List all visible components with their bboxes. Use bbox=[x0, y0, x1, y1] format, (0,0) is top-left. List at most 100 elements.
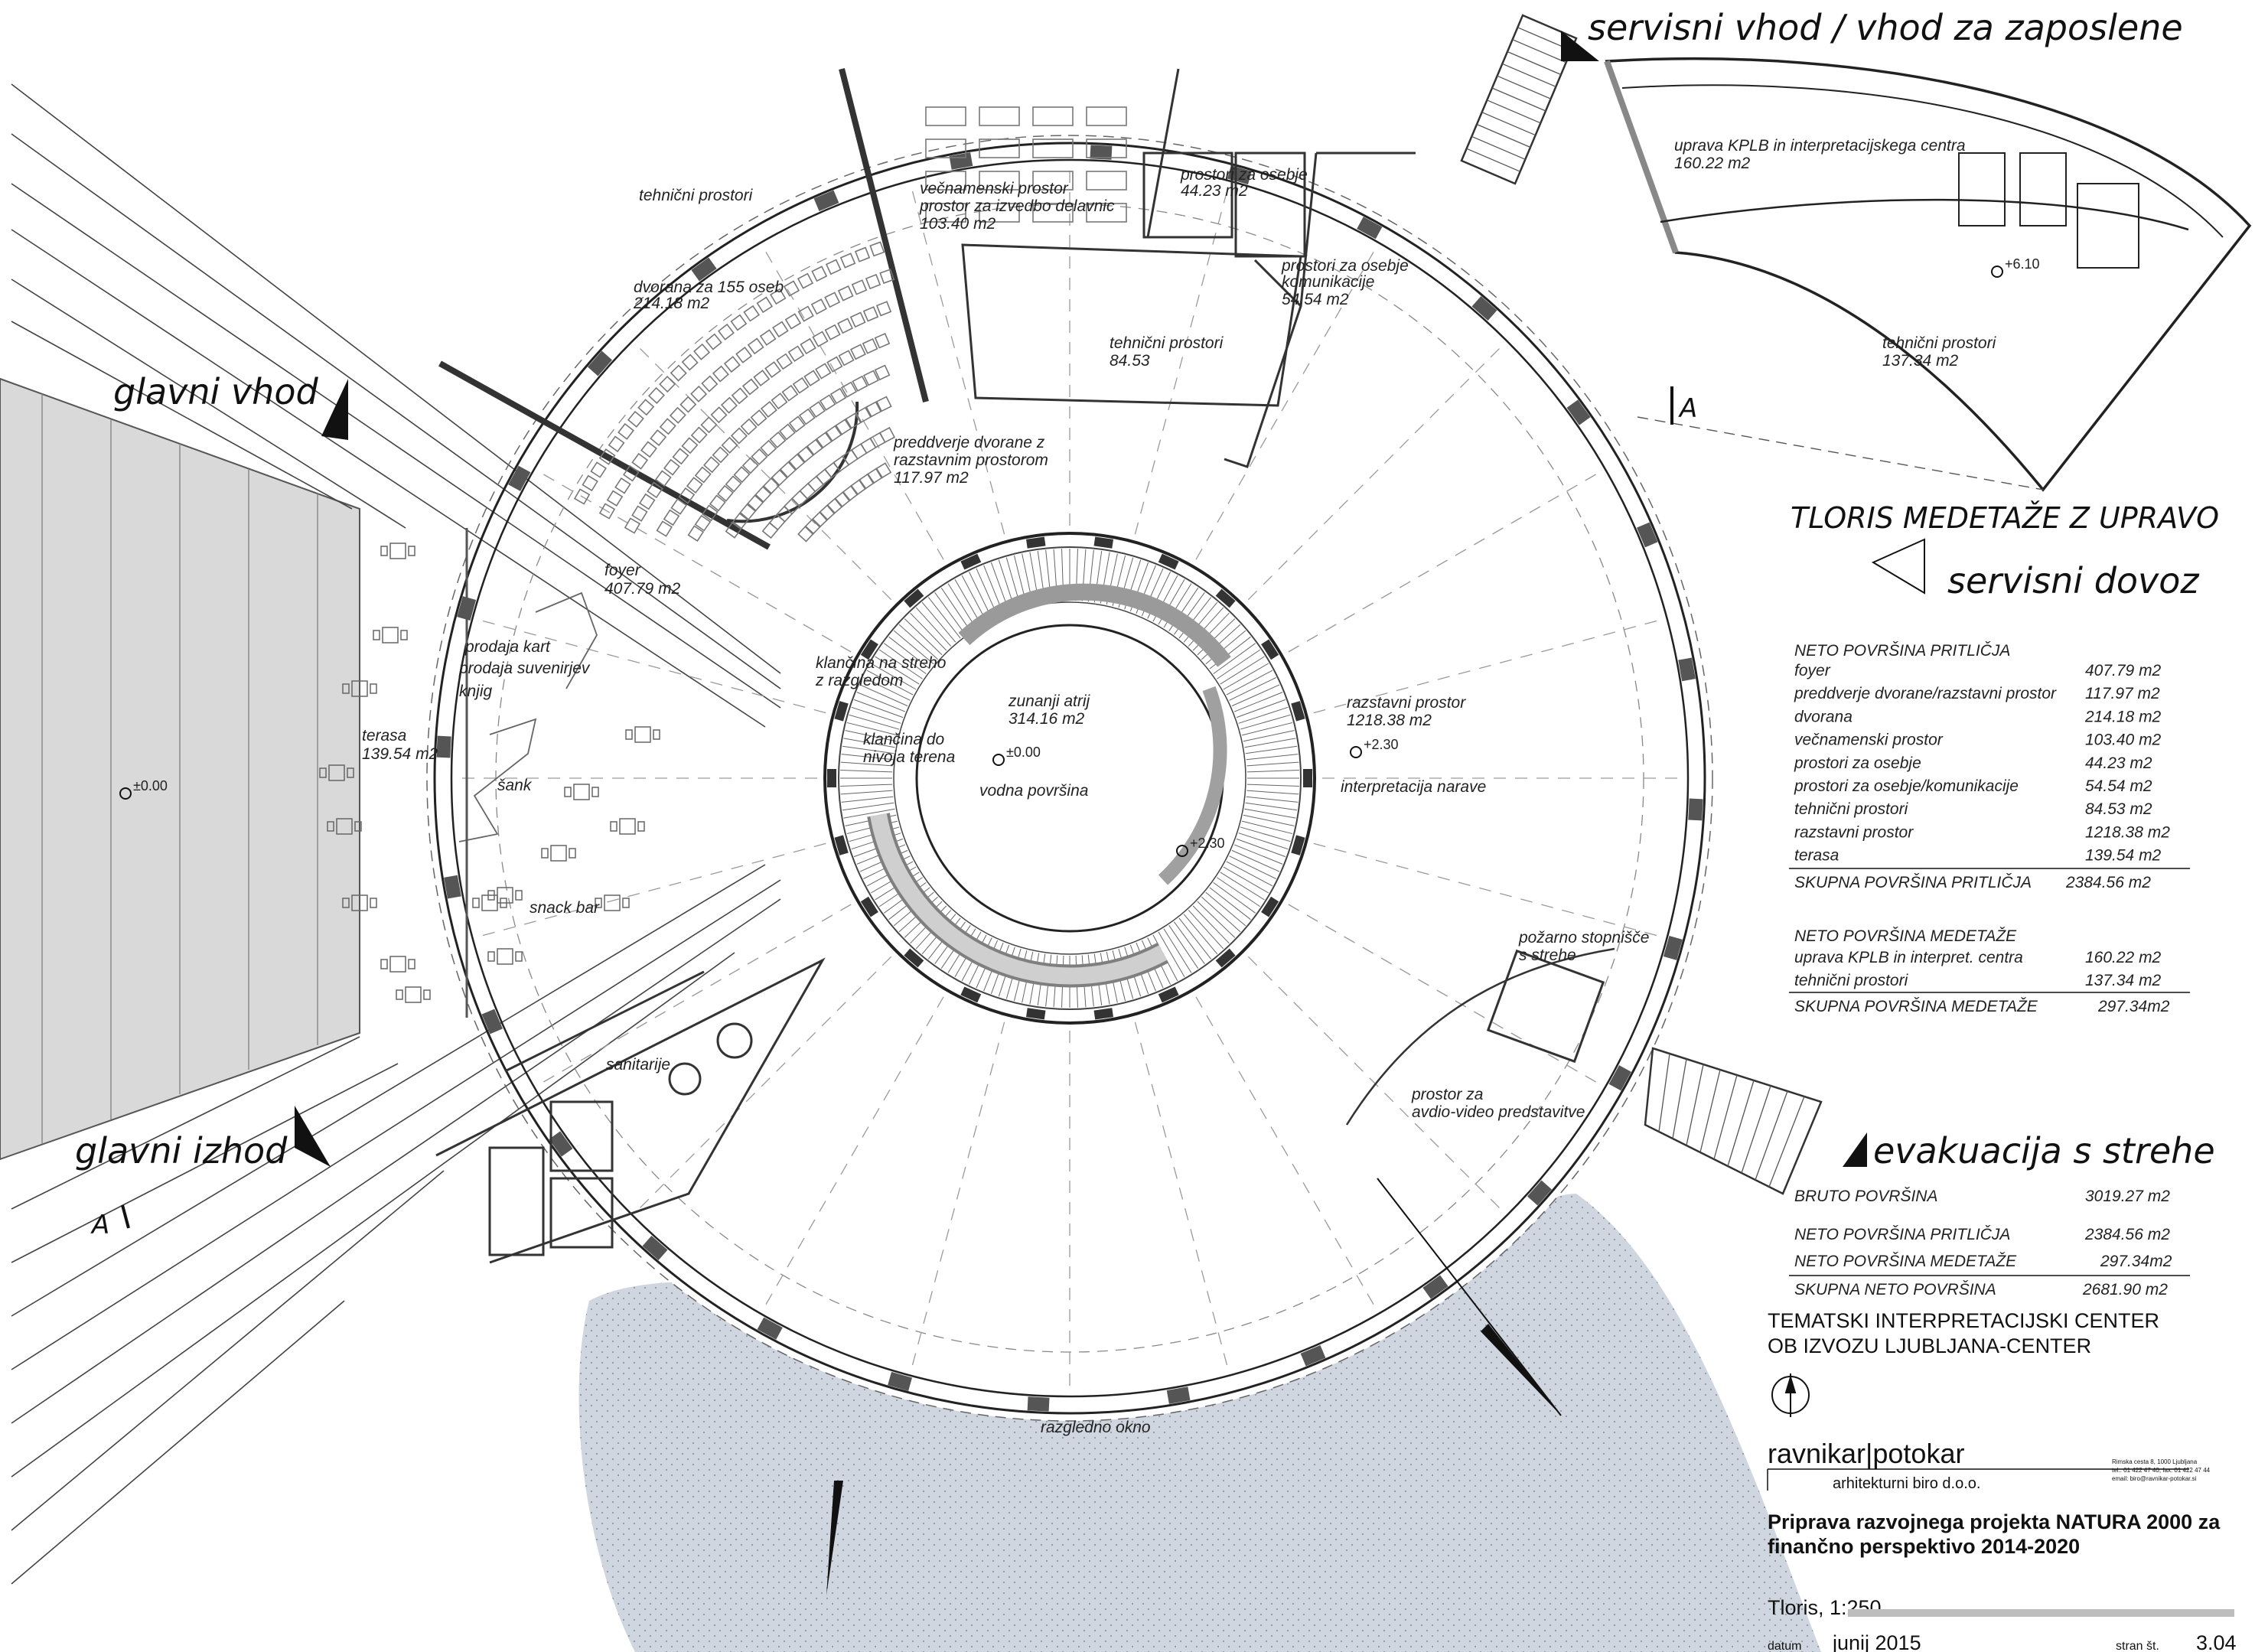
seat bbox=[681, 437, 699, 455]
seat bbox=[824, 292, 841, 308]
seat bbox=[764, 361, 781, 378]
project-description-1: Priprava razvojnega projekta NATURA 2000… bbox=[1768, 1510, 2221, 1533]
auditorium-seating bbox=[573, 241, 896, 543]
step bbox=[849, 714, 900, 730]
grid-line bbox=[539, 471, 852, 653]
grid-line bbox=[1247, 344, 1504, 601]
table bbox=[979, 171, 1020, 191]
seat bbox=[606, 490, 624, 507]
seat bbox=[839, 253, 856, 269]
cafe-table bbox=[405, 986, 422, 1003]
seat bbox=[866, 468, 884, 484]
level-mezzanine: +6.10 bbox=[2005, 256, 2040, 272]
seat bbox=[756, 296, 774, 314]
table-medetaza-total-value: 297.34m2 bbox=[2097, 998, 2170, 1015]
step bbox=[842, 745, 894, 754]
label-foyer-area: 407.79 m2 bbox=[604, 580, 681, 598]
column bbox=[949, 152, 973, 170]
step bbox=[1197, 901, 1236, 938]
step bbox=[927, 597, 961, 639]
entrance-plaza bbox=[0, 377, 360, 1161]
step bbox=[1226, 670, 1273, 696]
table-pritlicje-row-name: tehnični prostori bbox=[1794, 800, 1909, 818]
chair bbox=[380, 959, 388, 969]
seat bbox=[712, 446, 729, 464]
column bbox=[1291, 835, 1305, 855]
grid-line bbox=[478, 619, 826, 714]
table-bruto-total-value: 2681.90 m2 bbox=[2082, 1281, 2168, 1298]
fire-stair-room bbox=[1345, 947, 1615, 1126]
column bbox=[691, 257, 717, 282]
step bbox=[1229, 855, 1276, 879]
seat bbox=[640, 441, 657, 458]
stair-tread bbox=[1466, 148, 1520, 172]
seat bbox=[702, 504, 719, 522]
seat bbox=[779, 461, 797, 478]
label-osebje: prostori za osebje bbox=[1180, 166, 1308, 184]
seat bbox=[754, 486, 772, 503]
table-pritlicje-row-value: 103.40 m2 bbox=[2085, 732, 2162, 749]
stair-tread bbox=[1768, 1096, 1805, 1188]
seat bbox=[825, 259, 842, 275]
seat bbox=[750, 409, 767, 427]
column bbox=[1422, 1275, 1448, 1299]
table-pritlicje-row-name: preddverje dvorane/razstavni prostor bbox=[1794, 685, 2057, 702]
step bbox=[1217, 877, 1260, 907]
cafe-table bbox=[619, 818, 636, 835]
table-pritlicje-row-name: razstavni prostor bbox=[1794, 823, 1914, 841]
table bbox=[979, 138, 1020, 158]
seat bbox=[855, 406, 872, 423]
column bbox=[834, 701, 849, 722]
label-vecnamenski-2: prostor za izvedbo delavnic bbox=[919, 197, 1115, 215]
seat bbox=[837, 285, 854, 301]
seat bbox=[694, 514, 712, 532]
heading-glavni-vhod: glavni vhod bbox=[113, 371, 318, 412]
chair bbox=[347, 767, 354, 778]
seat bbox=[725, 475, 742, 493]
seat bbox=[760, 439, 777, 457]
grid-line bbox=[1313, 842, 1661, 937]
seat bbox=[772, 321, 789, 338]
table bbox=[1032, 138, 1074, 158]
evacuation-stairs bbox=[1644, 1047, 1823, 1195]
cafe-table bbox=[328, 764, 345, 781]
step bbox=[1205, 891, 1246, 927]
step bbox=[1241, 820, 1293, 835]
table-pritlicje-row-value: 1218.38 m2 bbox=[2085, 823, 2170, 841]
table-medetaza-header: NETO POVRŠINA MEDETAŽE bbox=[1794, 927, 2017, 945]
stair-tread bbox=[1713, 1074, 1738, 1160]
seat bbox=[608, 435, 625, 453]
seat bbox=[840, 381, 858, 398]
label-prodaja-1: prodaja kart bbox=[464, 638, 551, 656]
seat bbox=[681, 354, 699, 371]
chair bbox=[342, 683, 350, 694]
seat bbox=[810, 298, 827, 315]
stair-tread bbox=[1471, 135, 1526, 160]
seat bbox=[747, 337, 764, 355]
chair bbox=[380, 546, 388, 556]
step bbox=[1183, 914, 1218, 955]
page-number: 3.04 bbox=[2196, 1631, 2237, 1652]
column bbox=[1566, 399, 1591, 425]
seat bbox=[792, 376, 810, 394]
cafe-table bbox=[336, 818, 353, 835]
table-bruto-row-name: BRUTO POVRŠINA bbox=[1794, 1188, 1937, 1205]
seat bbox=[741, 378, 759, 396]
seat bbox=[862, 306, 879, 322]
step bbox=[841, 754, 894, 761]
step bbox=[840, 790, 893, 795]
label-preddverje-1: preddverje dvorane z bbox=[893, 434, 1045, 451]
seat bbox=[740, 418, 758, 435]
grid-line bbox=[1134, 1022, 1229, 1370]
seat bbox=[656, 520, 673, 537]
seat bbox=[622, 464, 640, 482]
seat bbox=[865, 401, 882, 418]
step bbox=[910, 612, 947, 651]
label-osebje-kom-1: prostori za osebje bbox=[1281, 257, 1409, 275]
seat bbox=[694, 466, 712, 484]
step bbox=[840, 770, 893, 773]
table-pritlicje-row-name: dvorana bbox=[1794, 708, 1853, 725]
mezzanine-wing bbox=[1604, 57, 2252, 492]
label-snack: snack bar bbox=[530, 899, 600, 917]
chair bbox=[354, 821, 362, 832]
